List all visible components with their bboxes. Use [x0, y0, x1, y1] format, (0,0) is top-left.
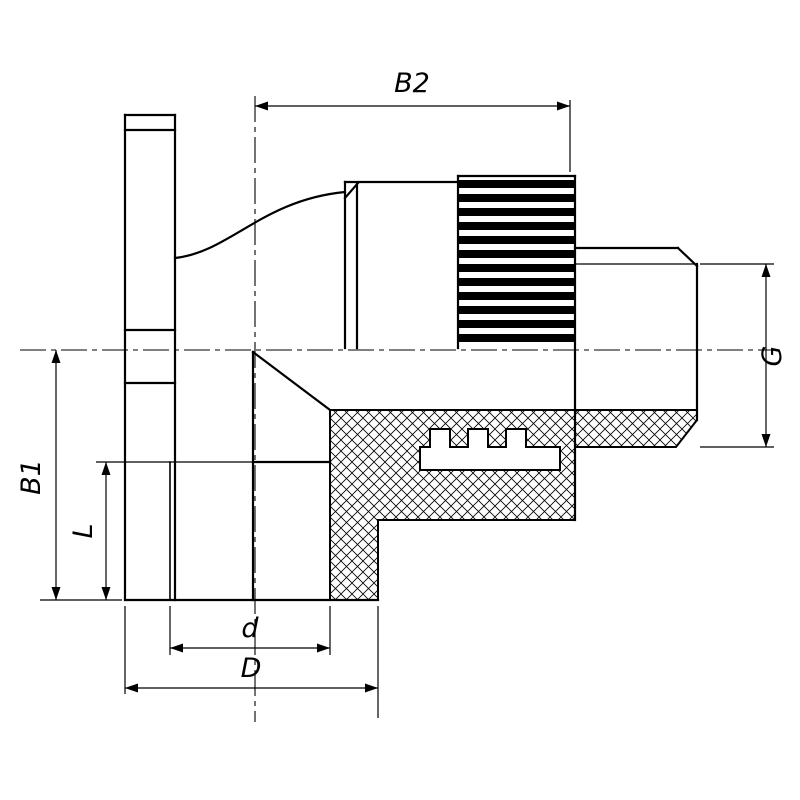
knurl-stripes: [459, 180, 574, 342]
arrowhead: [317, 643, 330, 653]
arrowhead: [125, 683, 138, 693]
label-B2: B2: [394, 68, 430, 99]
label-G: G: [757, 346, 788, 367]
arrowhead: [761, 434, 771, 447]
label-B1: B1: [16, 459, 47, 495]
dimension-d: [169, 606, 331, 655]
dimension-B2: [255, 100, 571, 172]
arrowhead: [255, 101, 268, 111]
body-lower: [123, 350, 380, 602]
thread-chamfer: [676, 246, 699, 268]
dimension-D: [124, 606, 379, 718]
union-nut: [343, 180, 460, 350]
label-D: D: [241, 653, 262, 684]
dimensions: [40, 100, 774, 718]
label-d: d: [241, 613, 259, 644]
dimension-G: [700, 263, 774, 448]
insert-detail: [419, 428, 561, 471]
section-hatch: [329, 409, 698, 601]
body-transition-curve: [173, 190, 347, 260]
arrowhead: [365, 683, 378, 693]
arrowhead: [557, 101, 570, 111]
arrowhead: [51, 587, 61, 600]
centerlines: [20, 96, 778, 722]
arrowhead: [761, 264, 771, 277]
arrowhead: [170, 643, 183, 653]
arrowhead: [101, 587, 111, 600]
dimension-labels: B2 B1 L d D G: [16, 68, 788, 684]
knurl-edges: [456, 174, 577, 522]
male-thread: [573, 246, 699, 422]
arrowhead: [51, 350, 61, 363]
dimension-B1: [40, 350, 122, 601]
arrowhead: [101, 462, 111, 475]
label-L: L: [68, 523, 99, 538]
wall-flange: [123, 113, 177, 602]
bore-corner-chamfer: [251, 350, 332, 412]
dimension-L: [96, 461, 253, 600]
part-outline: [123, 113, 699, 602]
